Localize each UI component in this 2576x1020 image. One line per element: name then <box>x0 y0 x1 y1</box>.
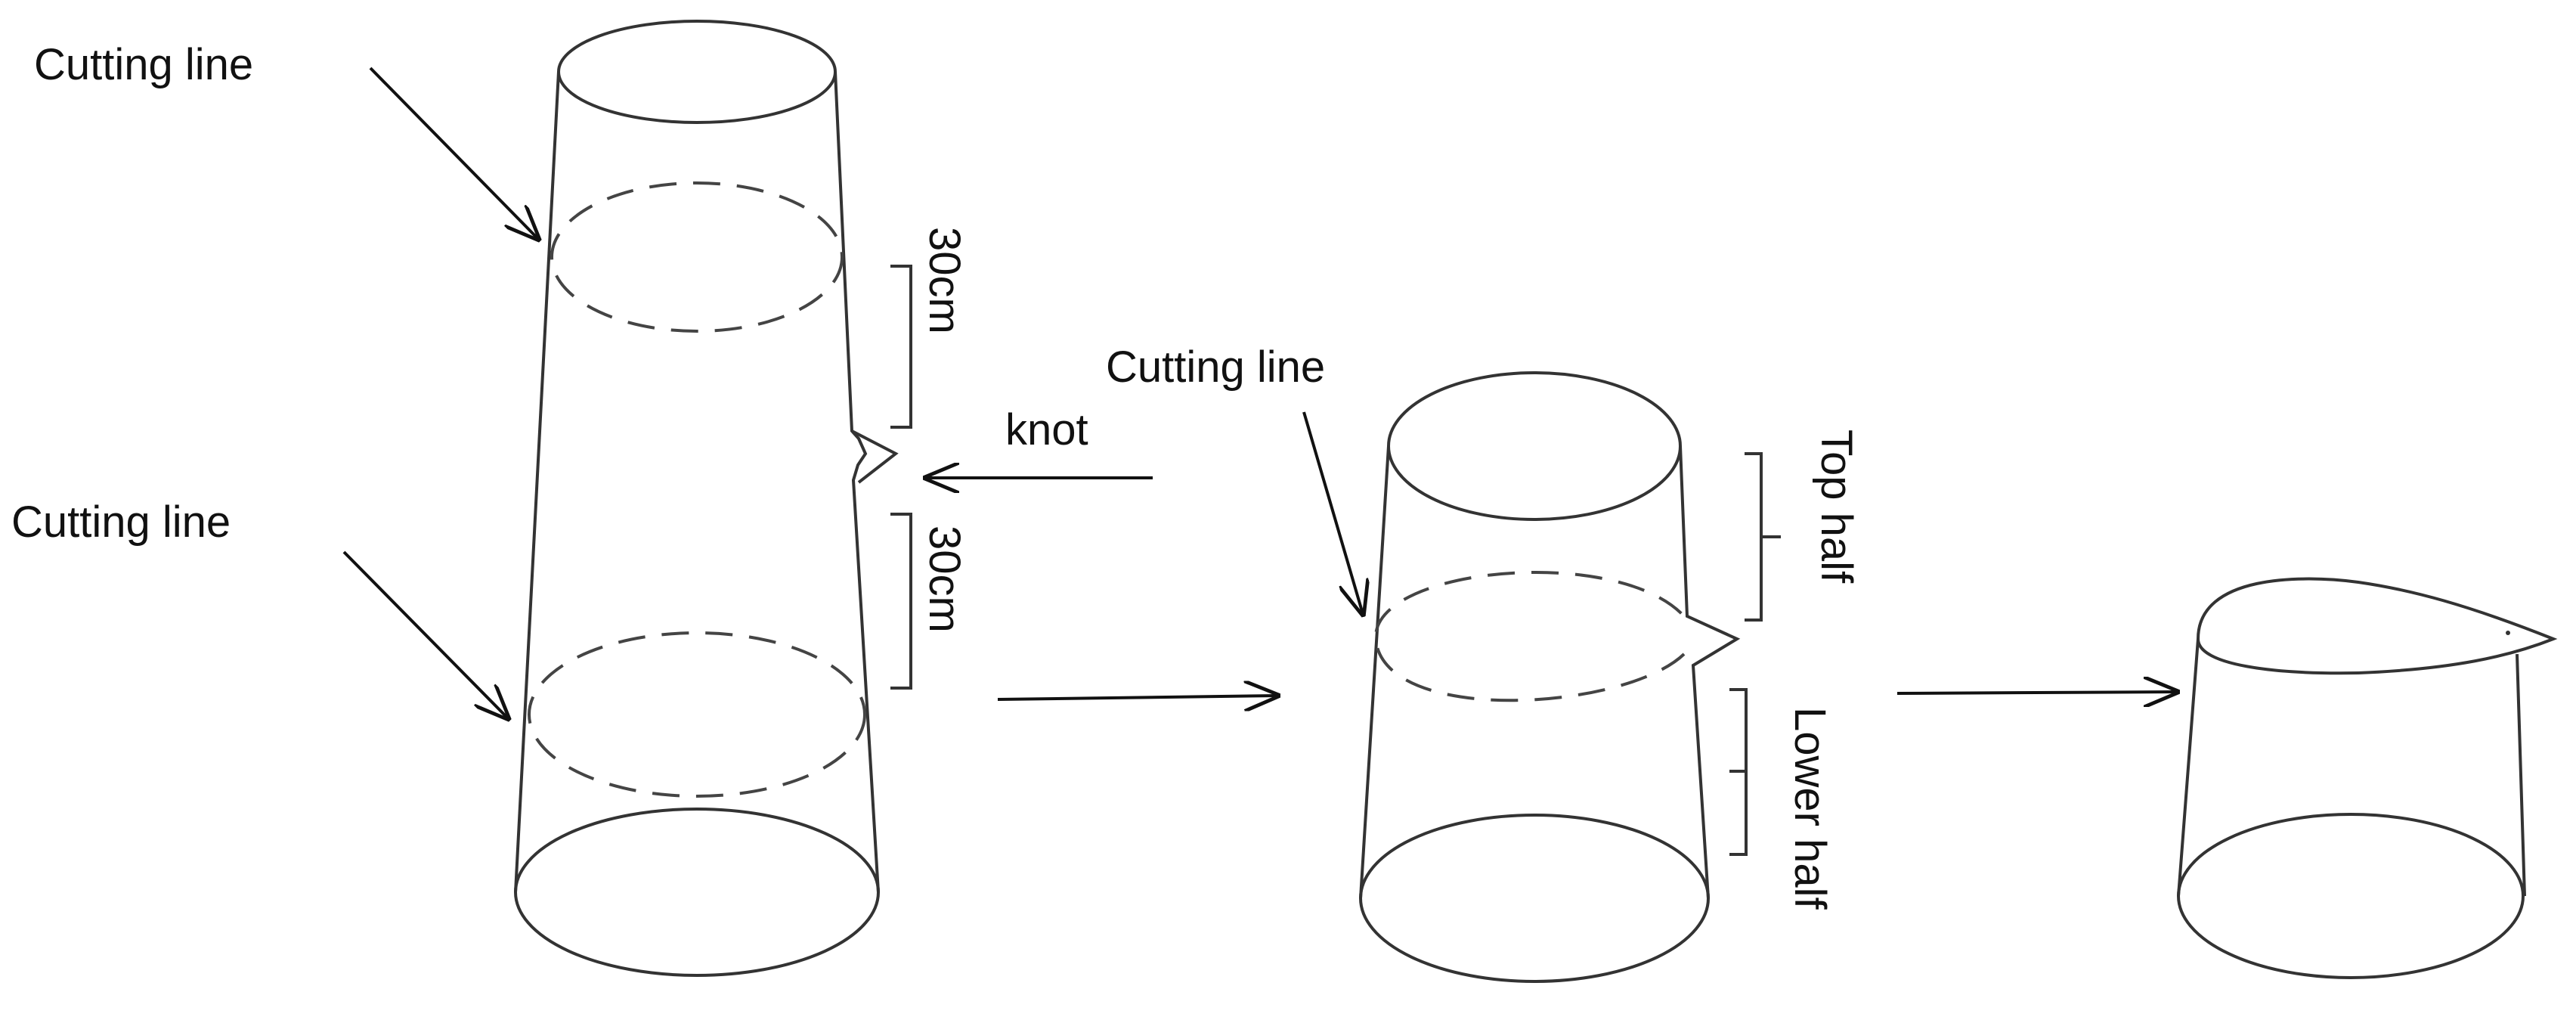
lower-dimension-label: 30cm <box>920 526 969 633</box>
spout-tip-dot <box>2506 631 2510 635</box>
section-right-wall <box>1679 445 1741 899</box>
knot-mark <box>851 429 899 484</box>
cup-right-wall <box>2516 653 2526 897</box>
cutting-line-arrow-middle <box>1302 411 1363 614</box>
cutting-line-label-middle: Cutting line <box>1106 343 1325 392</box>
cup-left-wall <box>2177 638 2200 897</box>
top-half-label: Top half <box>1812 429 1861 584</box>
lower-cutting-line <box>528 631 866 798</box>
cup-rim-with-spout <box>2196 577 2558 675</box>
stem-bottom-rim <box>514 808 880 977</box>
bamboo-section <box>1359 371 1741 983</box>
upper-dimension-bracket <box>890 265 912 429</box>
cutting-line-arrow-top <box>369 67 538 239</box>
upper-cutting-line <box>550 181 844 333</box>
top-half-bracket <box>1745 452 1781 622</box>
process-arrow-2 <box>1896 692 2177 693</box>
process-arrow-1 <box>997 696 1277 699</box>
finished-cup <box>2177 577 2558 979</box>
knot-label: knot <box>1005 405 1088 454</box>
section-left-wall <box>1359 445 1390 899</box>
section-bottom-rim <box>1359 814 1710 983</box>
upper-dimension-label: 30cm <box>920 227 969 334</box>
lower-dimension-bracket <box>890 513 912 690</box>
cutting-line-label-top: Cutting line <box>34 40 253 89</box>
lower-half-label: Lower half <box>1785 707 1834 910</box>
lower-half-bracket <box>1729 688 1748 856</box>
middle-cutting-line <box>1373 571 1686 702</box>
stem-left-wall <box>514 71 560 893</box>
stem-top-rim <box>557 20 837 124</box>
bamboo-stem-full <box>514 20 899 977</box>
cutting-line-label-bottom: Cutting line <box>11 498 231 547</box>
section-top-rim <box>1387 371 1682 521</box>
stem-right-wall <box>834 71 880 893</box>
cup-bottom-rim <box>2177 813 2525 979</box>
cutting-line-arrow-bottom <box>342 550 508 718</box>
